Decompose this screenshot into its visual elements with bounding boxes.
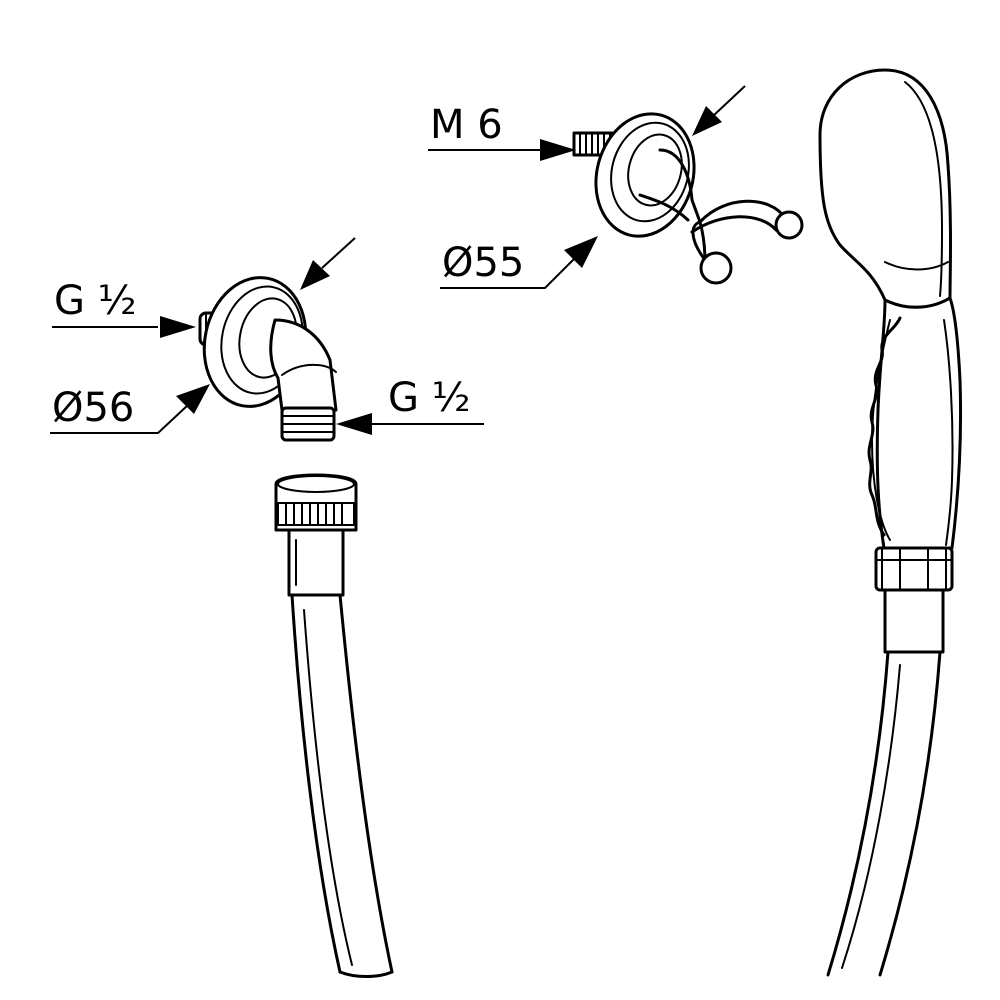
hand-shower <box>818 68 963 977</box>
shower-nut <box>874 546 954 592</box>
rosette-thickness-arrow <box>692 106 722 136</box>
g12-top-arrow <box>160 316 196 338</box>
shower-hose <box>826 650 942 977</box>
label-g12-right: G ½ <box>388 375 470 421</box>
d55-arrow <box>564 236 598 268</box>
label-m6: M 6 <box>430 102 503 148</box>
holder-rosette <box>594 112 696 238</box>
elbow-body <box>269 318 338 412</box>
hose-nut <box>274 473 358 532</box>
shower-head <box>818 68 952 309</box>
shower-ferrule <box>883 588 945 654</box>
m6-arrow <box>540 139 576 161</box>
d55-leader-line <box>440 257 576 289</box>
label-d55: Ø55 <box>442 240 524 286</box>
wall-elbow <box>198 276 338 442</box>
hose <box>274 473 394 978</box>
d56-arrow <box>176 384 210 414</box>
g12-right-arrow <box>336 413 372 435</box>
hose-ferrule <box>287 528 345 597</box>
holder-fork <box>638 148 804 285</box>
dimensions <box>50 85 746 435</box>
labels: M 6 Ø55 G ½ Ø56 G ½ <box>52 102 524 431</box>
elbow-thickness-arrow <box>300 260 330 290</box>
rosette-thickness-line <box>712 85 746 117</box>
wall-holder <box>572 112 804 285</box>
shower-handle <box>867 296 963 550</box>
hose-tube <box>290 593 394 978</box>
d56-leader-line <box>50 404 189 434</box>
elbow-thickness-line <box>321 237 356 269</box>
g12-outlet-thread <box>280 406 336 442</box>
label-d56: Ø56 <box>52 385 134 431</box>
label-g12-top: G ½ <box>54 278 136 324</box>
